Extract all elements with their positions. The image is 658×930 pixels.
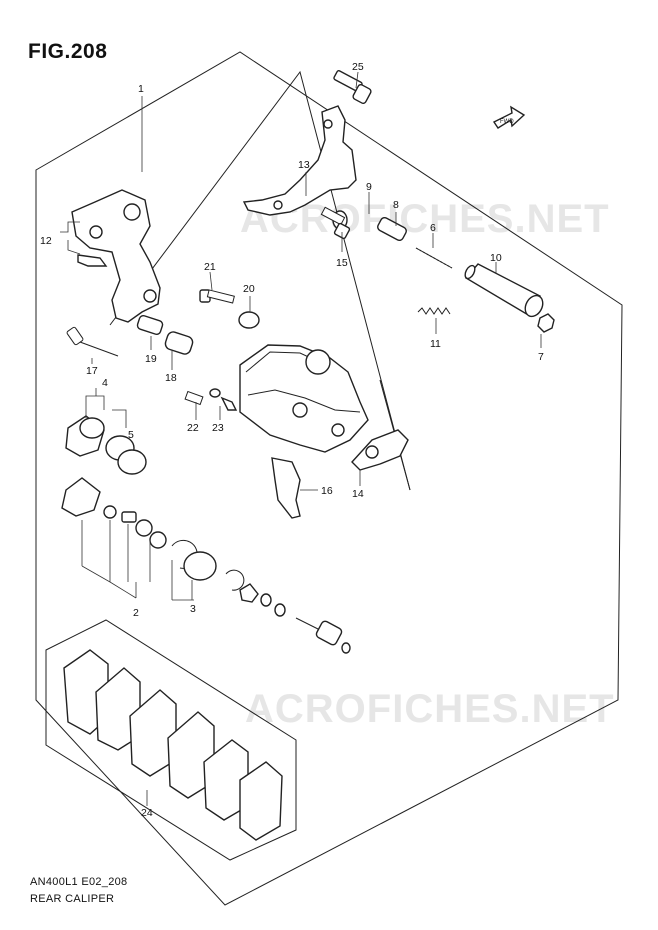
callout-16: 16	[321, 485, 333, 497]
callout-11: 11	[430, 338, 441, 350]
part-2-piston-assembly	[61, 477, 167, 549]
callout-6: 6	[430, 222, 436, 234]
callout-14: 14	[352, 488, 364, 500]
callout-15: 15	[336, 257, 348, 269]
part-7-nut	[537, 313, 555, 333]
fwd-arrow-icon: FWD	[492, 105, 526, 129]
callout-12: 12	[40, 235, 52, 247]
part-22-bleeder	[184, 390, 204, 406]
callout-23: 23	[212, 422, 224, 434]
callout-25: 25	[352, 61, 364, 73]
part-10-cap	[464, 263, 544, 318]
callout-4: 4	[102, 377, 108, 389]
part-15-bolt	[320, 206, 351, 240]
callout-22: 22	[187, 422, 199, 434]
part-25-bolt	[333, 70, 372, 104]
leader-lines	[60, 96, 542, 806]
callout-21: 21	[204, 261, 216, 273]
callout-20: 20	[243, 283, 255, 295]
part-6-rod	[415, 247, 453, 269]
callout-3: 3	[190, 603, 196, 615]
figure-title: FIG.208	[28, 40, 108, 63]
part-5-piston-seal	[105, 435, 147, 475]
part-14-gasket	[351, 429, 409, 471]
part-11-spring	[417, 307, 451, 315]
part-20-boot	[238, 311, 260, 329]
part-21-pin	[199, 289, 235, 304]
part-24-brake-pads	[45, 619, 297, 861]
caliper-body	[239, 344, 369, 453]
callout-24: 24	[141, 807, 153, 819]
part-18-pin	[164, 331, 194, 355]
figure-code: AN400L1 E02_208	[30, 876, 128, 888]
callout-1: 1	[138, 83, 144, 95]
figure-name: REAR CALIPER	[30, 893, 115, 905]
callout-10: 10	[490, 252, 502, 264]
callout-18: 18	[165, 372, 177, 384]
callout-5: 5	[128, 429, 134, 441]
assembly-boundary	[35, 51, 623, 906]
callout-13: 13	[298, 159, 310, 171]
callout-9: 9	[366, 181, 372, 193]
watermark-bottom: ACROFICHES.NET	[245, 687, 615, 731]
part-3-seal-kit	[171, 539, 351, 654]
callout-7: 7	[538, 351, 544, 363]
part-16-pad-spring	[271, 457, 301, 519]
part-4-piston	[65, 415, 105, 457]
part-12-caliper-bracket	[71, 189, 161, 323]
part-17-pin	[66, 326, 119, 357]
svg-text:FWD: FWD	[500, 119, 514, 125]
callout-17: 17	[86, 365, 98, 377]
callout-8: 8	[393, 199, 399, 211]
part-23-cap	[209, 388, 238, 411]
bracket-boundary-line	[109, 70, 411, 491]
part-19-boot	[136, 314, 164, 336]
callout-2: 2	[133, 607, 139, 619]
part-13-parking-lever	[242, 105, 357, 216]
part-8-sleeve	[377, 216, 407, 242]
callout-19: 19	[145, 353, 157, 365]
